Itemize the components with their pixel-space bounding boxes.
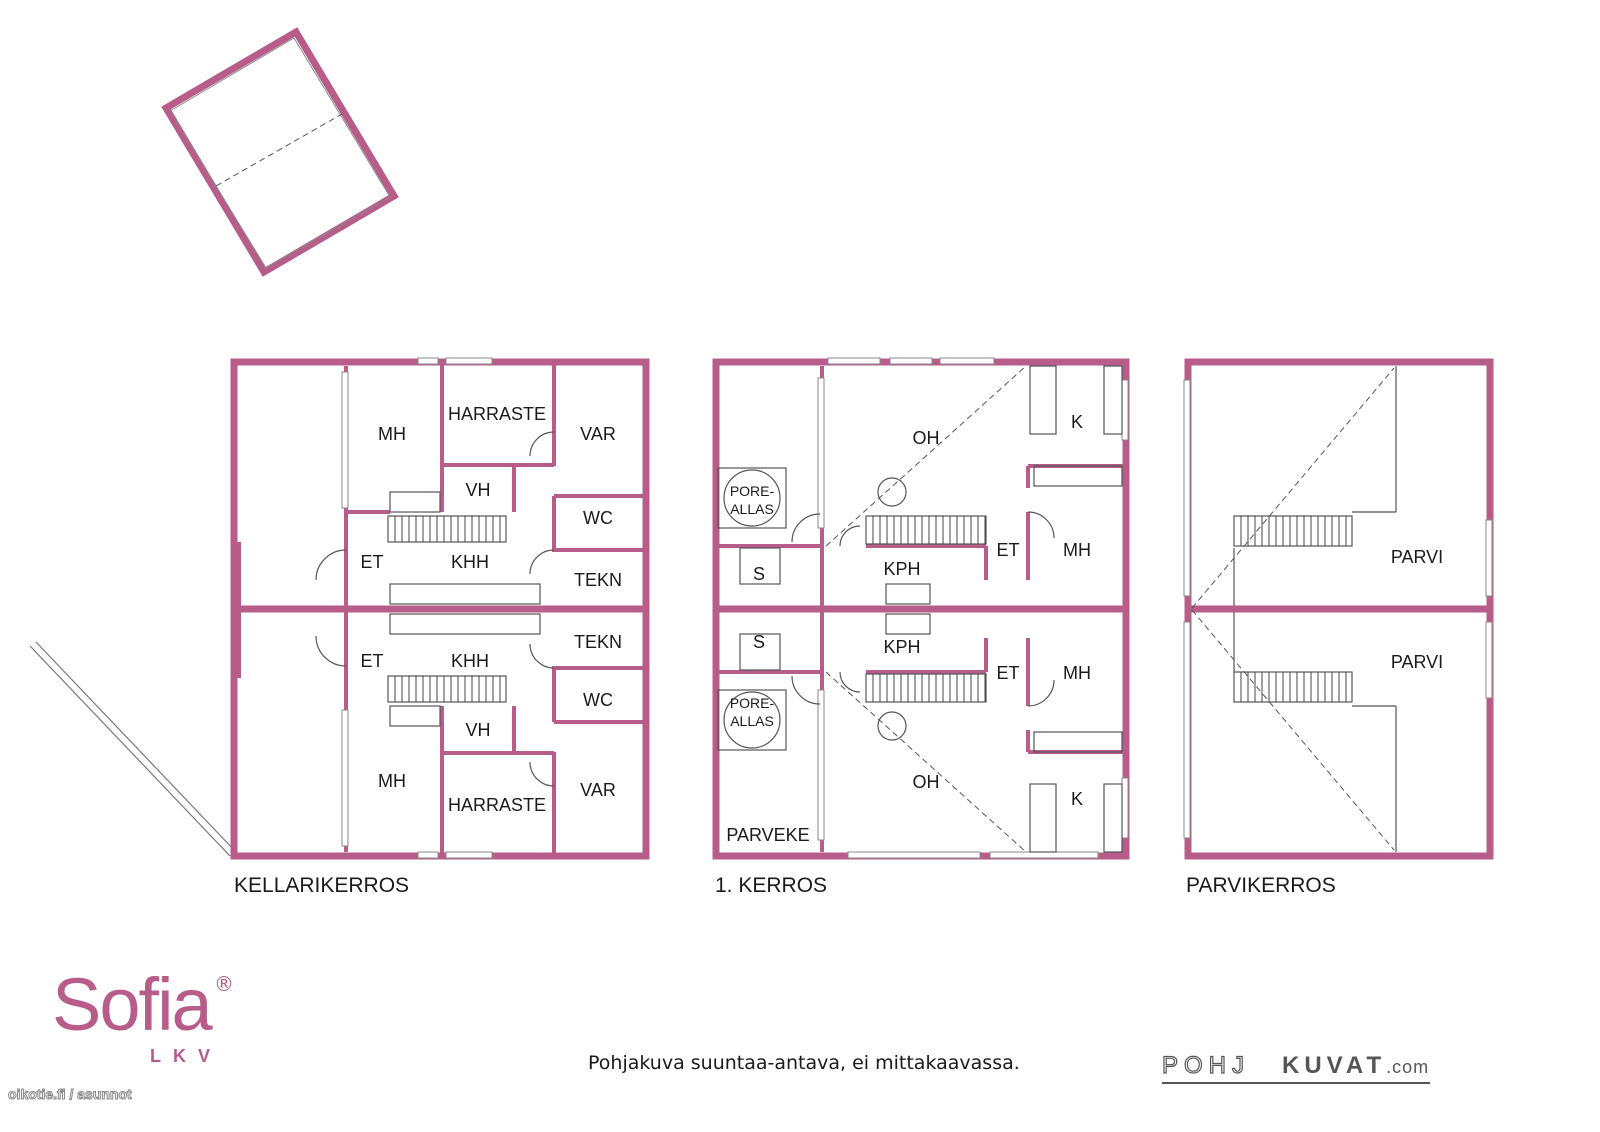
room-mh-top-first: MH <box>1063 540 1091 560</box>
floor-title-loft: PARVIKERROS <box>1186 874 1336 897</box>
floor-title-basement: KELLARIKERROS <box>234 874 409 897</box>
room-oh-bottom: OH <box>913 772 940 792</box>
logo-left-text: POHJ <box>1161 1051 1251 1079</box>
registered-mark: ® <box>214 972 234 996</box>
room-wc-bottom: WC <box>583 690 613 710</box>
room-vh-top: VH <box>465 480 490 500</box>
room-et-bottom: ET <box>360 651 383 671</box>
room-var-bottom: VAR <box>580 780 616 800</box>
room-et-bottom-first: ET <box>996 663 1019 683</box>
room-vh-bottom: VH <box>465 720 490 740</box>
outbuilding <box>161 27 399 277</box>
brand-subtitle: LKV <box>150 1046 222 1066</box>
room-k-bottom: K <box>1071 789 1083 809</box>
room-mh-top: MH <box>378 424 406 444</box>
loft-plan: PARVI PARVI PARVIKERROS <box>1183 358 1494 897</box>
floor-title-first: 1. KERROS <box>715 874 827 897</box>
room-kph-top: KPH <box>883 559 920 579</box>
logo-right-wrap: KUVAT.com <box>1282 1052 1429 1080</box>
room-et-top: ET <box>360 552 383 572</box>
room-k-top: K <box>1071 412 1083 432</box>
room-poreallas-top-line1: PORE- <box>730 483 775 499</box>
room-var-top: VAR <box>580 424 616 444</box>
room-khh-top: KHH <box>451 552 489 572</box>
room-parveke: PARVEKE <box>726 825 809 845</box>
room-s-top: S <box>753 564 765 584</box>
room-poreallas-bottom-line1: PORE- <box>730 695 775 711</box>
room-harraste-bottom: HARRASTE <box>448 795 546 815</box>
room-poreallas-top-line2: ALLAS <box>730 501 774 517</box>
room-mh-bottom-first: MH <box>1063 663 1091 683</box>
room-s-bottom: S <box>753 632 765 652</box>
brand-name: Sofia <box>52 963 213 1046</box>
stair-treads <box>394 516 1347 702</box>
room-khh-bottom: KHH <box>451 651 489 671</box>
room-harraste-top: HARRASTE <box>448 404 546 424</box>
watermark: oikotie.fi / asunnot <box>8 1086 133 1103</box>
pohjakuvat-logo: POHJ KUVAT.com <box>1161 1048 1452 1088</box>
room-oh-top: OH <box>913 428 940 448</box>
room-wc-top: WC <box>583 508 613 528</box>
room-tekn-top: TEKN <box>574 570 622 590</box>
room-poreallas-bottom-line2: ALLAS <box>730 713 774 729</box>
logo-underline <box>1162 1082 1430 1084</box>
basement-plan: MH HARRASTE VAR VH WC ET KHH TEKN TEKN E… <box>230 357 650 897</box>
room-kph-bottom: KPH <box>883 637 920 657</box>
first-floor-plan: OH K PORE- ALLAS S KPH ET MH S KPH ET MH… <box>712 357 1130 897</box>
logo-right-text: KUVAT <box>1282 1052 1387 1079</box>
disclaimer-text: Pohjakuva suuntaa-antava, ei mittakaavas… <box>588 1052 1020 1074</box>
room-tekn-bottom: TEKN <box>574 632 622 652</box>
sofia-lkv-logo: Sofia ® LKV <box>52 968 252 1078</box>
room-mh-bottom: MH <box>378 771 406 791</box>
room-parvi-bottom: PARVI <box>1391 652 1443 672</box>
logo-domain: .com <box>1386 1057 1430 1077</box>
site-fence <box>29 641 237 857</box>
room-et-top-first: ET <box>996 540 1019 560</box>
room-parvi-top: PARVI <box>1391 547 1443 567</box>
